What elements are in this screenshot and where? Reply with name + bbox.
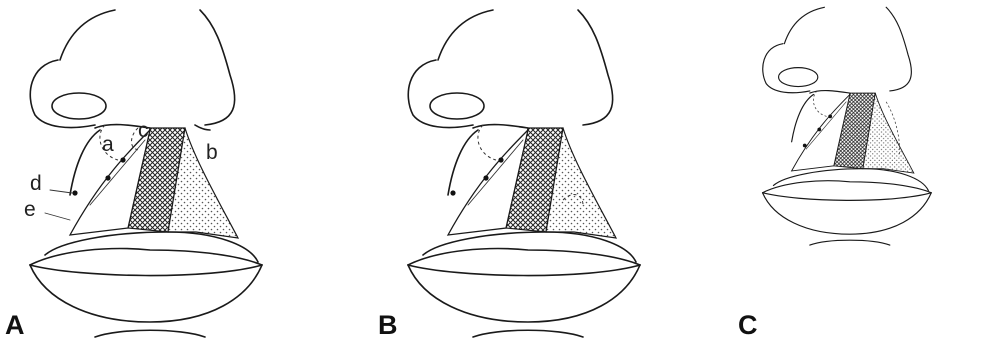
point-c bbox=[105, 175, 110, 180]
point-1 bbox=[828, 114, 832, 118]
leader-d bbox=[50, 190, 72, 193]
upper-lip-cleft bbox=[773, 91, 928, 191]
lower-lip bbox=[408, 249, 640, 322]
panel-a: a c b d e A bbox=[0, 0, 330, 346]
point-2 bbox=[483, 175, 488, 180]
lower-lip bbox=[763, 181, 932, 234]
label-b: b bbox=[206, 142, 218, 163]
leader-e bbox=[45, 213, 70, 220]
point-3 bbox=[803, 144, 807, 148]
point-2 bbox=[817, 128, 821, 132]
point-d bbox=[72, 190, 77, 195]
label-a: a bbox=[102, 134, 114, 155]
panel-letter-b: B bbox=[378, 312, 398, 339]
chin-arc bbox=[810, 240, 890, 245]
panel-b: B bbox=[378, 0, 708, 346]
label-c: c bbox=[138, 120, 149, 141]
point-1 bbox=[498, 157, 503, 162]
panel-letter-a: A bbox=[5, 312, 25, 339]
panel-c-drawing bbox=[748, 0, 988, 346]
point-a bbox=[120, 157, 125, 162]
panel-c: C bbox=[748, 0, 988, 346]
label-e: e bbox=[24, 199, 36, 220]
chin-arc bbox=[473, 330, 583, 337]
point-3 bbox=[450, 190, 455, 195]
nose-outline bbox=[408, 10, 612, 128]
panel-b-drawing bbox=[378, 0, 708, 346]
panel-a-drawing bbox=[0, 0, 330, 346]
chin-arc bbox=[95, 330, 205, 337]
lower-lip bbox=[30, 249, 262, 322]
nose-outline bbox=[763, 7, 912, 92]
panel-letter-c: C bbox=[738, 312, 758, 339]
nose-outline bbox=[30, 10, 234, 128]
label-d: d bbox=[30, 173, 42, 194]
